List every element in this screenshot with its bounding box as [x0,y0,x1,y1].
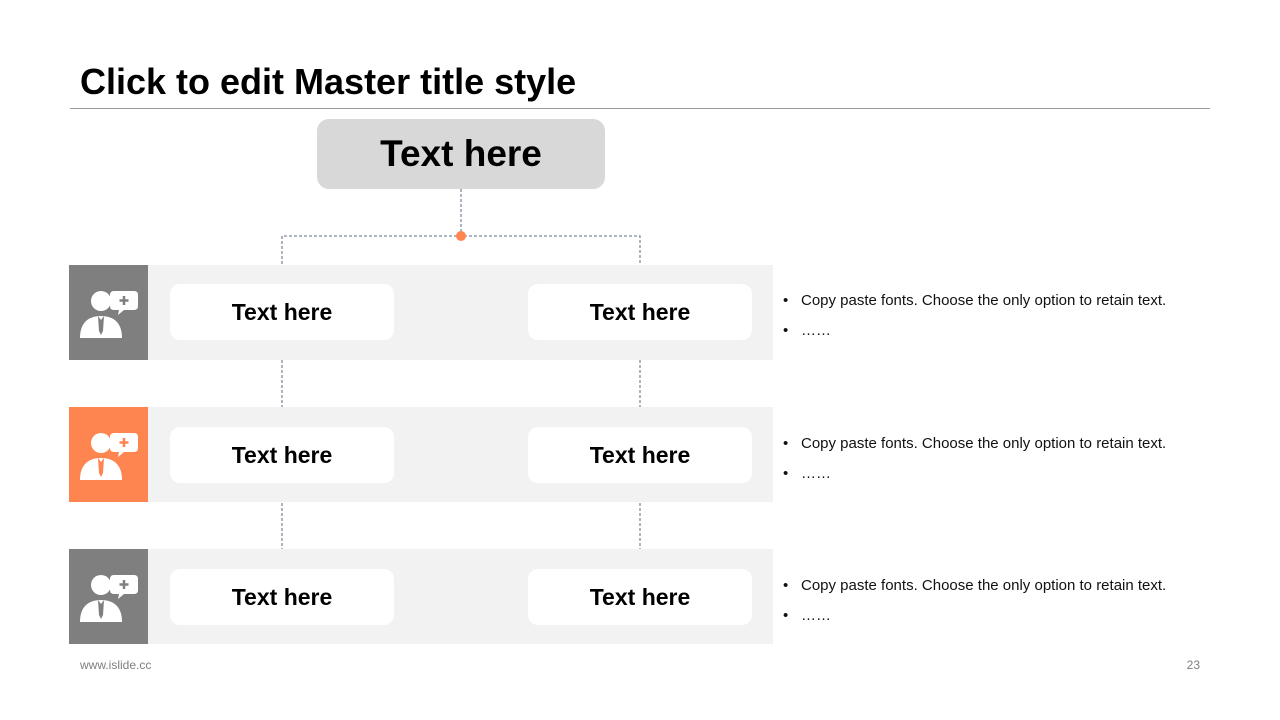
node-label: Text here [231,298,333,325]
bullet-icon: • [783,292,789,309]
note-text: …… [801,322,831,339]
bullet-icon: • [783,322,789,339]
footer-url: www.islide.cc [80,658,152,672]
node-label: Text here [231,583,333,610]
user-chat-icon [79,432,138,480]
bullet-icon: • [783,465,789,482]
note-text: Copy paste fonts. Choose the only option… [801,435,1167,452]
bullet-icon: • [783,607,789,624]
node-box[interactable]: Text here [170,569,394,625]
note-text: …… [801,607,831,624]
title-divider [70,108,1210,109]
row-notes-list: • Copy paste fonts. Choose the only optio… [780,290,1220,350]
note-item[interactable]: • …… [780,605,1220,635]
note-text: …… [801,465,831,482]
page-title: Click to edit Master title style [80,61,577,102]
top-node-box[interactable]: Text here [317,119,605,189]
note-text: Copy paste fonts. Choose the only option… [801,292,1167,309]
top-node-label: Text here [380,133,542,174]
note-item[interactable]: • Copy paste fonts. Choose the only optio… [780,290,1220,320]
node-label: Text here [231,441,333,468]
junction-dot [456,231,466,241]
note-item[interactable]: • …… [780,463,1220,493]
user-chat-icon [79,290,138,338]
node-label: Text here [589,441,691,468]
bullet-icon: • [783,435,789,452]
row-notes-list: • Copy paste fonts. Choose the only optio… [780,575,1220,635]
node-box[interactable]: Text here [528,284,752,340]
node-box[interactable]: Text here [528,427,752,483]
node-box[interactable]: Text here [170,284,394,340]
node-box[interactable]: Text here [170,427,394,483]
row-icon-tile [69,407,148,502]
page-number: 23 [1186,658,1200,672]
row-icon-tile [69,265,148,360]
note-item[interactable]: • Copy paste fonts. Choose the only optio… [780,433,1220,463]
node-label: Text here [589,583,691,610]
row-icon-tile [69,549,148,644]
row-notes-list: • Copy paste fonts. Choose the only optio… [780,433,1220,493]
node-box[interactable]: Text here [528,569,752,625]
node-label: Text here [589,298,691,325]
user-chat-icon [79,574,138,622]
note-text: Copy paste fonts. Choose the only option… [801,577,1167,594]
note-item[interactable]: • Copy paste fonts. Choose the only optio… [780,575,1220,605]
note-item[interactable]: • …… [780,320,1220,350]
bullet-icon: • [783,577,789,594]
